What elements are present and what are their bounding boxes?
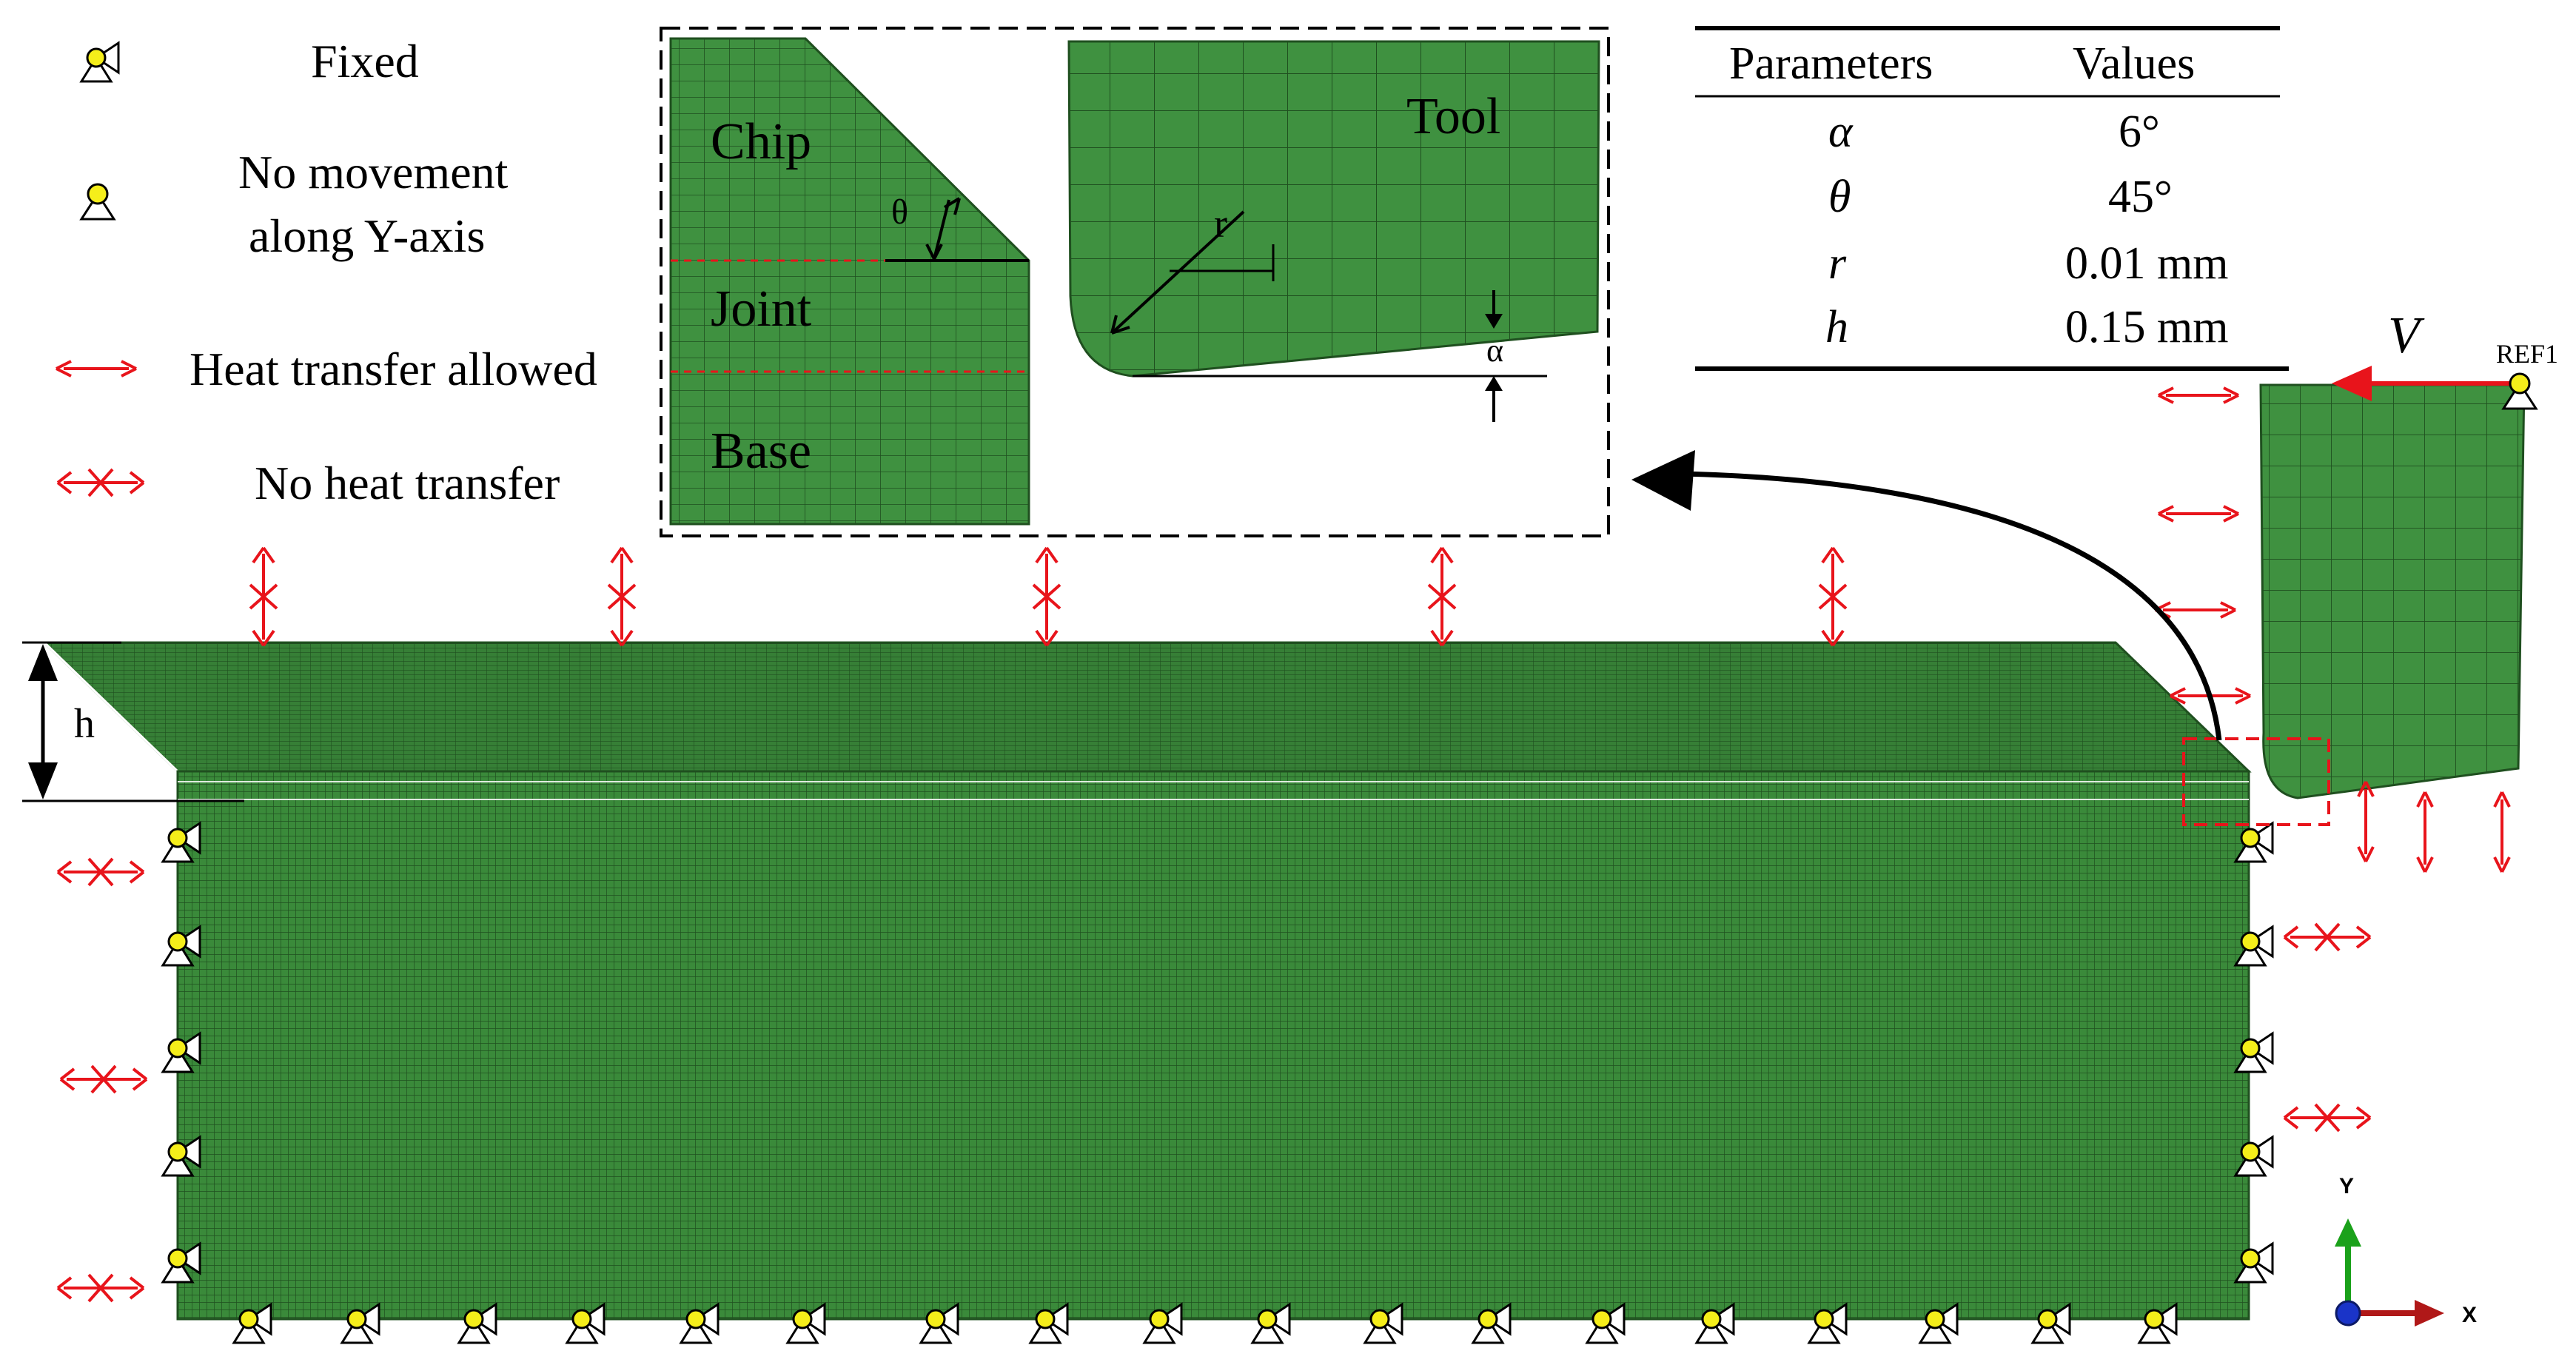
heat-allowed-icon [55,360,138,378]
left-no-heat-arrows [56,857,148,1303]
reference-point-label: REF1 [2496,339,2558,369]
no-heat-icon [2283,1103,2372,1133]
no-heat-icon [249,546,278,647]
legend-heat-allowed-label: Heat transfer allowed [189,343,597,395]
table-value-r: 0.01 mm [2065,238,2228,289]
heat-allowed-icon [2157,505,2240,523]
cutting-tool: V REF1 [2154,307,2558,873]
top-no-heat-arrows [249,546,1848,647]
velocity-label: V [2388,307,2425,364]
legend-no-heat-label: No heat transfer [255,457,560,509]
heat-allowed-icon [2154,601,2237,619]
fixed-symbol-icon [80,41,120,83]
table-value-alpha: 6° [2119,107,2160,157]
table-value-h: 0.15 mm [2065,302,2228,352]
zoom-pointer-arrow [1631,450,2222,741]
heat-allowed-icon [2416,791,2434,873]
no-heat-icon [1818,546,1848,647]
no-heat-icon [56,857,145,887]
z-axis-dot [2335,1300,2361,1327]
table-header-parameters: Parameters [1729,38,1933,89]
tool-tip-zoom: Tool r α [1067,40,1600,422]
no-heat-icon [2283,922,2372,952]
chip-layer-surface [41,641,2252,773]
no-heat-icon [56,468,145,497]
zoom-region-box [2182,737,2330,826]
table-param-alpha: α [1828,107,1854,157]
no-heat-icon [607,546,637,647]
theta-label: θ [891,192,908,232]
table-header-values: Values [2073,38,2195,89]
inset-zoom: Chip Joint Base θ Tool r α [660,27,1610,537]
radius-label: r [1214,201,1227,246]
heat-allowed-icon [2493,791,2511,873]
right-no-heat-arrows [2283,922,2372,1133]
workpiece-model: h [22,641,2252,1321]
h-label: h [74,701,95,747]
no-heat-icon [59,1064,148,1094]
base-label: Base [711,423,811,480]
legend-no-movement-line1: No movement [238,146,509,198]
table-param-h: h [1825,302,1848,352]
no-heat-icon [56,1273,145,1303]
roller-symbol-icon [80,183,115,221]
no-heat-icon [1427,546,1457,647]
table-param-theta: θ [1828,172,1851,222]
table-value-theta: 45° [2108,172,2173,222]
radius-line [1110,210,1245,335]
table-param-r: r [1828,238,1847,289]
parameter-table: Parameters Values α 6° θ 45° r 0.01 mm h… [1695,26,2289,371]
chip-label: Chip [711,113,811,170]
heat-allowed-icon [2157,386,2240,404]
legend-no-movement-line2: along Y-axis [249,209,485,262]
tool-label: Tool [1406,88,1500,145]
workpiece-layers: Chip Joint Base θ [669,37,1030,526]
x-axis-label: X [2462,1303,2477,1327]
heat-allowed-icon [2357,780,2375,863]
no-heat-icon [1032,546,1061,647]
workpiece-body [176,770,2250,1321]
coordinate-axes: Y X [2335,1174,2477,1327]
tool-mesh [2259,383,2526,799]
alpha-label: α [1486,332,1503,369]
legend-fixed-label: Fixed [311,35,419,87]
legend: Fixed No movement along Y-axis Heat tran… [55,35,597,509]
y-axis-label: Y [2339,1174,2354,1198]
joint-label: Joint [711,281,812,338]
